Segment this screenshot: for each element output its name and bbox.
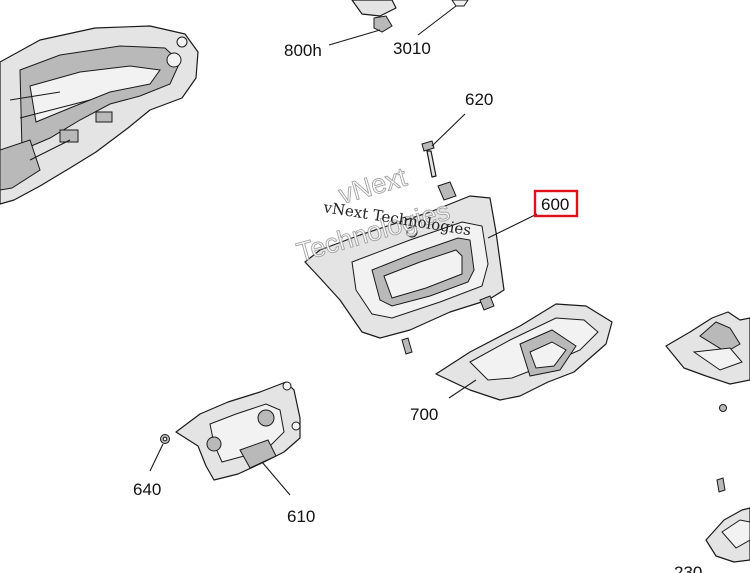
nut-640-part <box>160 434 170 444</box>
mount-bracket-610 <box>175 381 301 481</box>
callout-800h-label[interactable]: 800h <box>284 41 322 60</box>
leader-3010 <box>417 5 457 36</box>
leader-610 <box>261 461 291 496</box>
callout-620-label[interactable]: 620 <box>465 90 493 109</box>
bottom-right-part <box>705 477 750 563</box>
callout-610-label[interactable]: 610 <box>287 507 315 526</box>
callout-640-label[interactable]: 640 <box>133 480 161 499</box>
leader-800h <box>328 29 381 46</box>
right-side-part <box>665 311 750 412</box>
callout-600-label[interactable]: 600 <box>541 195 569 214</box>
leader-600 <box>487 213 538 239</box>
callout-230-label[interactable]: 230 <box>674 563 702 573</box>
leader-lines <box>149 5 538 496</box>
callout-600-highlight-box[interactable] <box>533 189 579 218</box>
screw-620-part <box>421 140 437 178</box>
upper-left-assembly-part <box>0 25 199 205</box>
top-bracket-part <box>351 0 469 33</box>
callout-3010-label[interactable]: 3010 <box>393 39 431 58</box>
leader-640 <box>149 443 164 472</box>
leader-700 <box>448 379 477 399</box>
gauge-support-panel-600 <box>304 181 505 355</box>
callout-700-label[interactable]: 700 <box>410 405 438 424</box>
leader-620 <box>431 113 466 147</box>
cover-panel-700 <box>435 303 613 401</box>
